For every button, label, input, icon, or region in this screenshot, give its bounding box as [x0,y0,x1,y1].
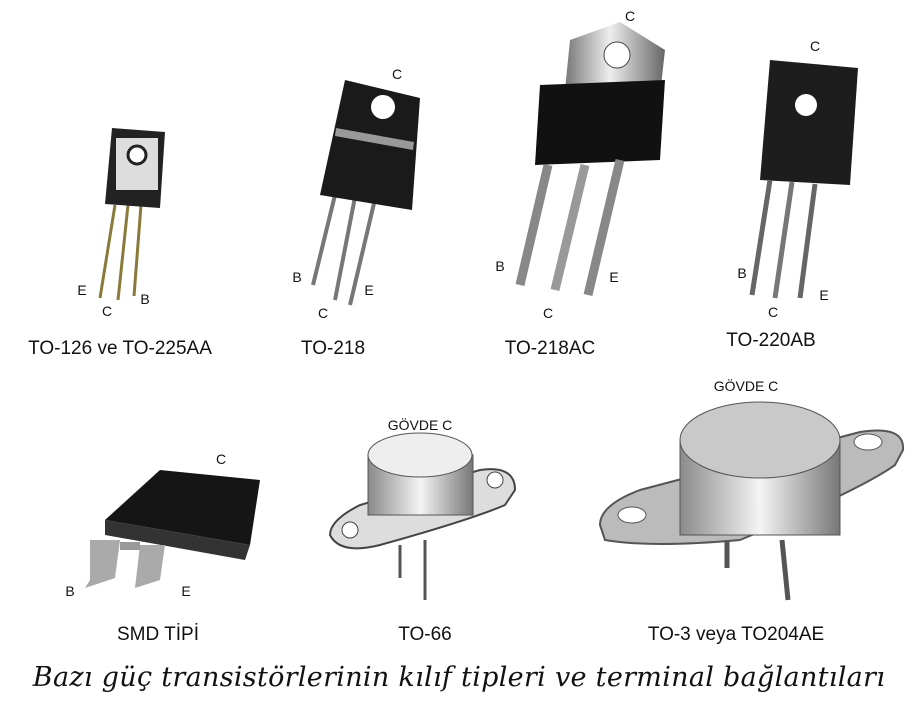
to218ac-package [515,22,665,297]
pin-label-c-top: C [809,38,821,54]
smd-package [85,470,260,588]
pin-label-c: C [317,305,329,321]
pin-label-b: B [737,265,747,281]
pin-label-e: E [609,269,619,285]
pin-label-c-top: C [215,451,227,467]
to218-package [311,80,420,306]
caption-to66: TO-66 [398,624,452,645]
pin-label-e: E [819,287,829,303]
pin-label-c: C [101,303,113,319]
pin-label-e: E [181,583,191,599]
caption-to220ab: TO-220AB [726,330,816,351]
pin-label-c: C [542,305,554,321]
body-label: GÖVDE C [713,378,779,394]
pin-label-b: B [140,291,150,307]
caption-smd: SMD TİPİ [117,624,199,645]
caption-to218: TO-218 [300,338,366,359]
pin-label-b: B [292,269,302,285]
pin-label-c: C [767,304,779,320]
figure-title: Bazı güç transistörlerinin kılıf tipleri… [32,662,886,693]
pin-label-e: E [364,282,374,298]
to3-package [598,401,905,601]
caption-to126: TO-126 ve TO-225AA [28,338,212,359]
body-label: GÖVDE C [387,417,453,433]
to220ab-package [749,60,858,299]
pin-label-b: B [65,583,75,599]
pin-label-c-top: C [391,66,403,82]
to66-package [328,432,517,600]
to126-package [98,128,165,301]
pin-label-c-top: C [624,8,636,24]
pin-label-b: B [495,258,505,274]
caption-to3: TO-3 veya TO204AE [647,624,825,645]
pin-label-e: E [77,282,87,298]
caption-to218ac: TO-218AC [504,338,596,359]
